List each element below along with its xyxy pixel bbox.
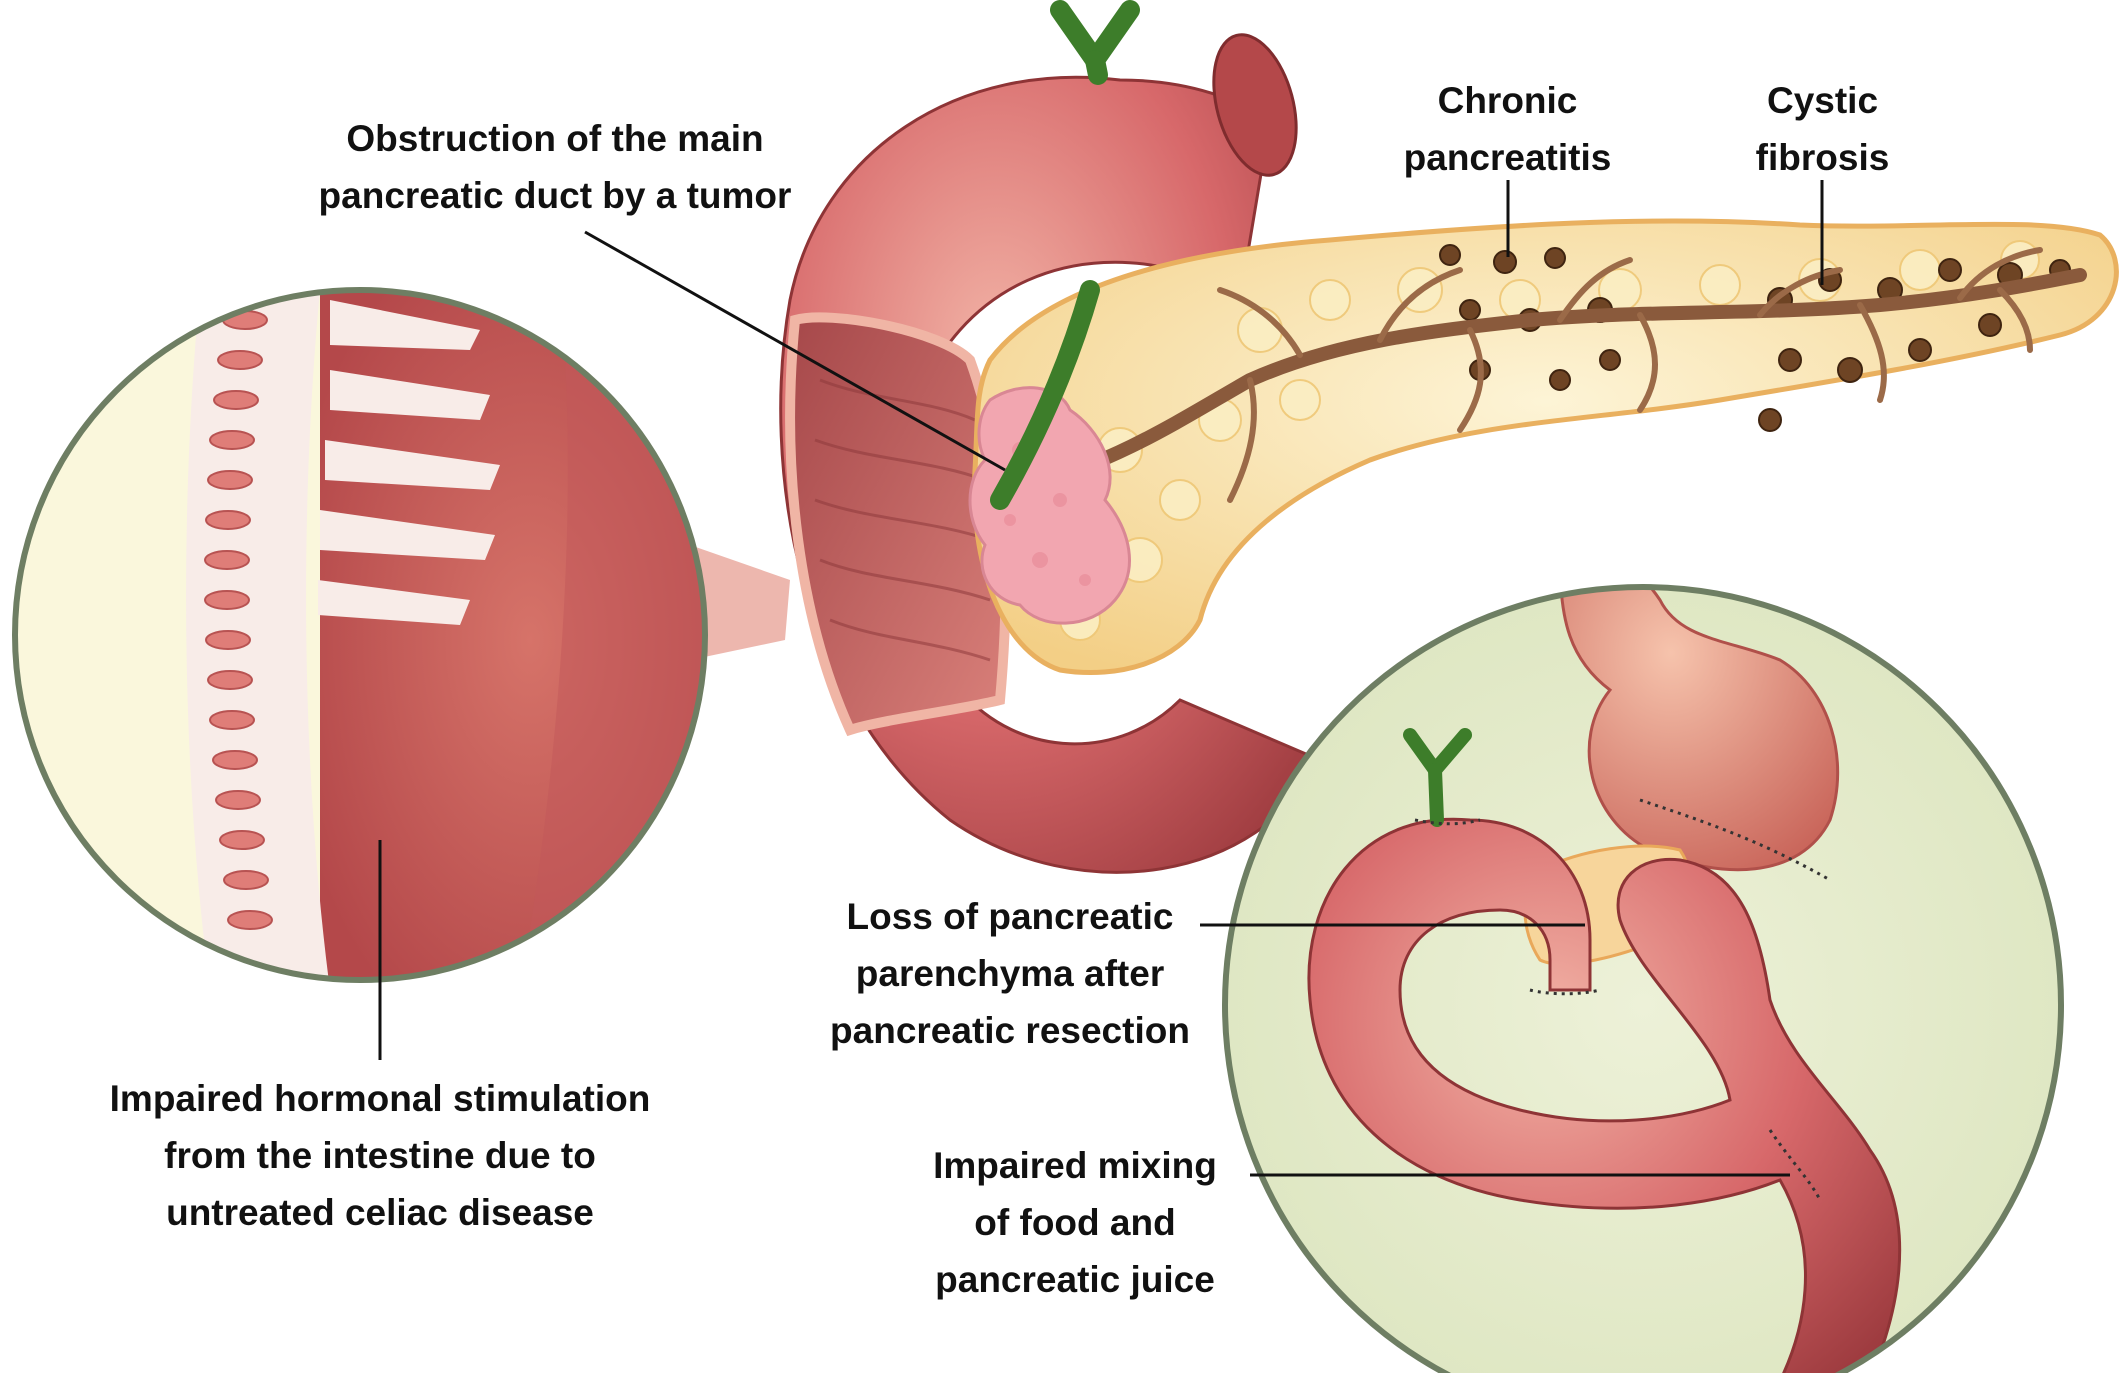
pancreas xyxy=(968,218,2119,676)
label-impaired-mixing: Impaired mixing of food and pancreatic j… xyxy=(933,1145,1217,1300)
zoom-cone xyxy=(690,545,790,660)
label-cystic-fibrosis: Cystic fibrosis xyxy=(1755,80,1890,178)
leader-tumor xyxy=(584,230,1006,472)
label-chronic-pancreatitis: Chronic pancreatitis xyxy=(1403,80,1612,178)
label-tumor-obstruction: Obstruction of the main pancreatic duct … xyxy=(318,118,792,216)
label-parenchyma-loss: Loss of pancreatic parenchyma after panc… xyxy=(830,896,1190,1051)
tumor xyxy=(968,386,1131,625)
celiac-zoom-circle xyxy=(12,287,708,983)
common-bile-duct xyxy=(990,280,1100,510)
duodenum xyxy=(779,33,1323,874)
main-pancreatic-duct xyxy=(1023,268,2087,492)
label-celiac-disease: Impaired hormonal stimulation from the i… xyxy=(109,1078,651,1233)
resection-zoom-circle xyxy=(1222,584,2064,1373)
